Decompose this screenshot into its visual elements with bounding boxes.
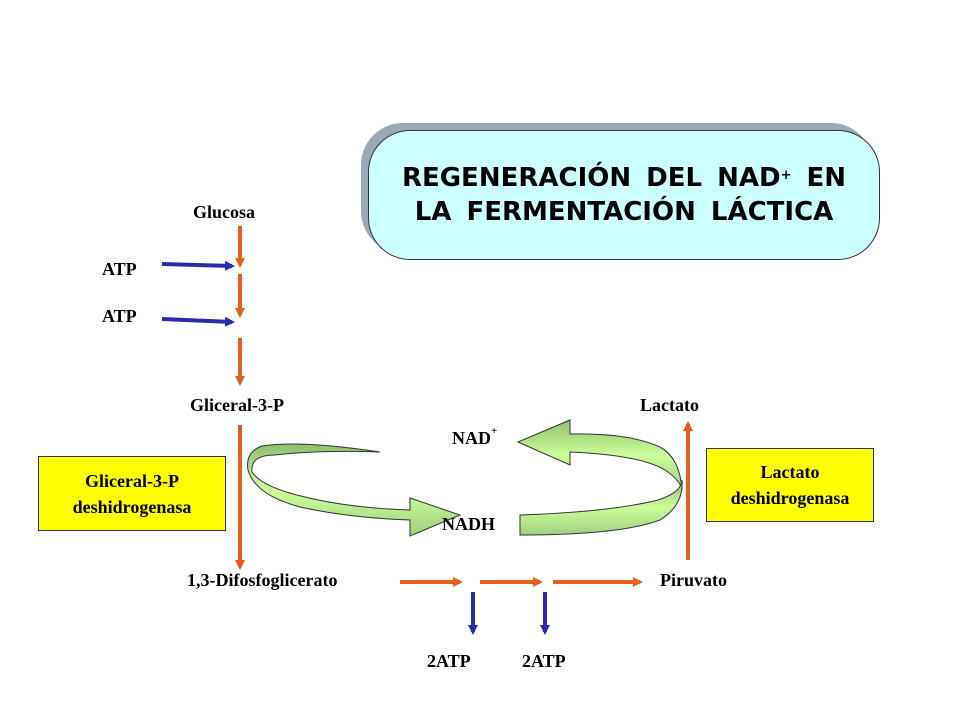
- enzyme-gliceral-deshidrogenasa: Gliceral-3-P deshidrogenasa: [38, 456, 226, 531]
- label-atp-1: ATP: [102, 259, 137, 279]
- arrow-atp-1: [161, 260, 235, 271]
- enzyme-right-line-1: Lactato: [760, 462, 820, 482]
- enzyme-left-line-1: Gliceral-3-P: [85, 470, 179, 491]
- title-line-2: LA FERMENTACIÓN LÁCTICA: [414, 197, 834, 227]
- enzyme-right-line-2: deshidrogenasa: [730, 488, 850, 508]
- label-difosfoglicerato: 1,3-Difosfoglicerato: [187, 570, 338, 590]
- label-gliceral: Gliceral-3-P: [190, 395, 284, 415]
- green-arrow-nadh: [247, 443, 462, 537]
- label-atp-2: ATP: [102, 306, 137, 326]
- label-glucosa: Glucosa: [193, 202, 256, 222]
- label-piruvato: Piruvato: [660, 570, 727, 590]
- title-box: REGENERACIÓN DEL NAD+ EN LA FERMENTACIÓN…: [368, 130, 880, 260]
- label-nad: NAD+: [452, 425, 498, 448]
- title-line-1: REGENERACIÓN DEL NAD+ EN: [401, 163, 847, 193]
- label-lactato: Lactato: [640, 395, 699, 415]
- green-arrow-lower-right: [519, 479, 683, 536]
- enzyme-lactato-deshidrogenasa: Lactato deshidrogenasa: [706, 448, 874, 522]
- green-arrow-nad: [516, 419, 683, 491]
- arrow-atp-2: [161, 316, 235, 327]
- label-2atp-1: 2ATP: [427, 651, 471, 671]
- label-2atp-2: 2ATP: [522, 651, 566, 671]
- label-nadh: NADH: [442, 514, 495, 534]
- enzyme-left-line-2: deshidrogenasa: [72, 496, 192, 517]
